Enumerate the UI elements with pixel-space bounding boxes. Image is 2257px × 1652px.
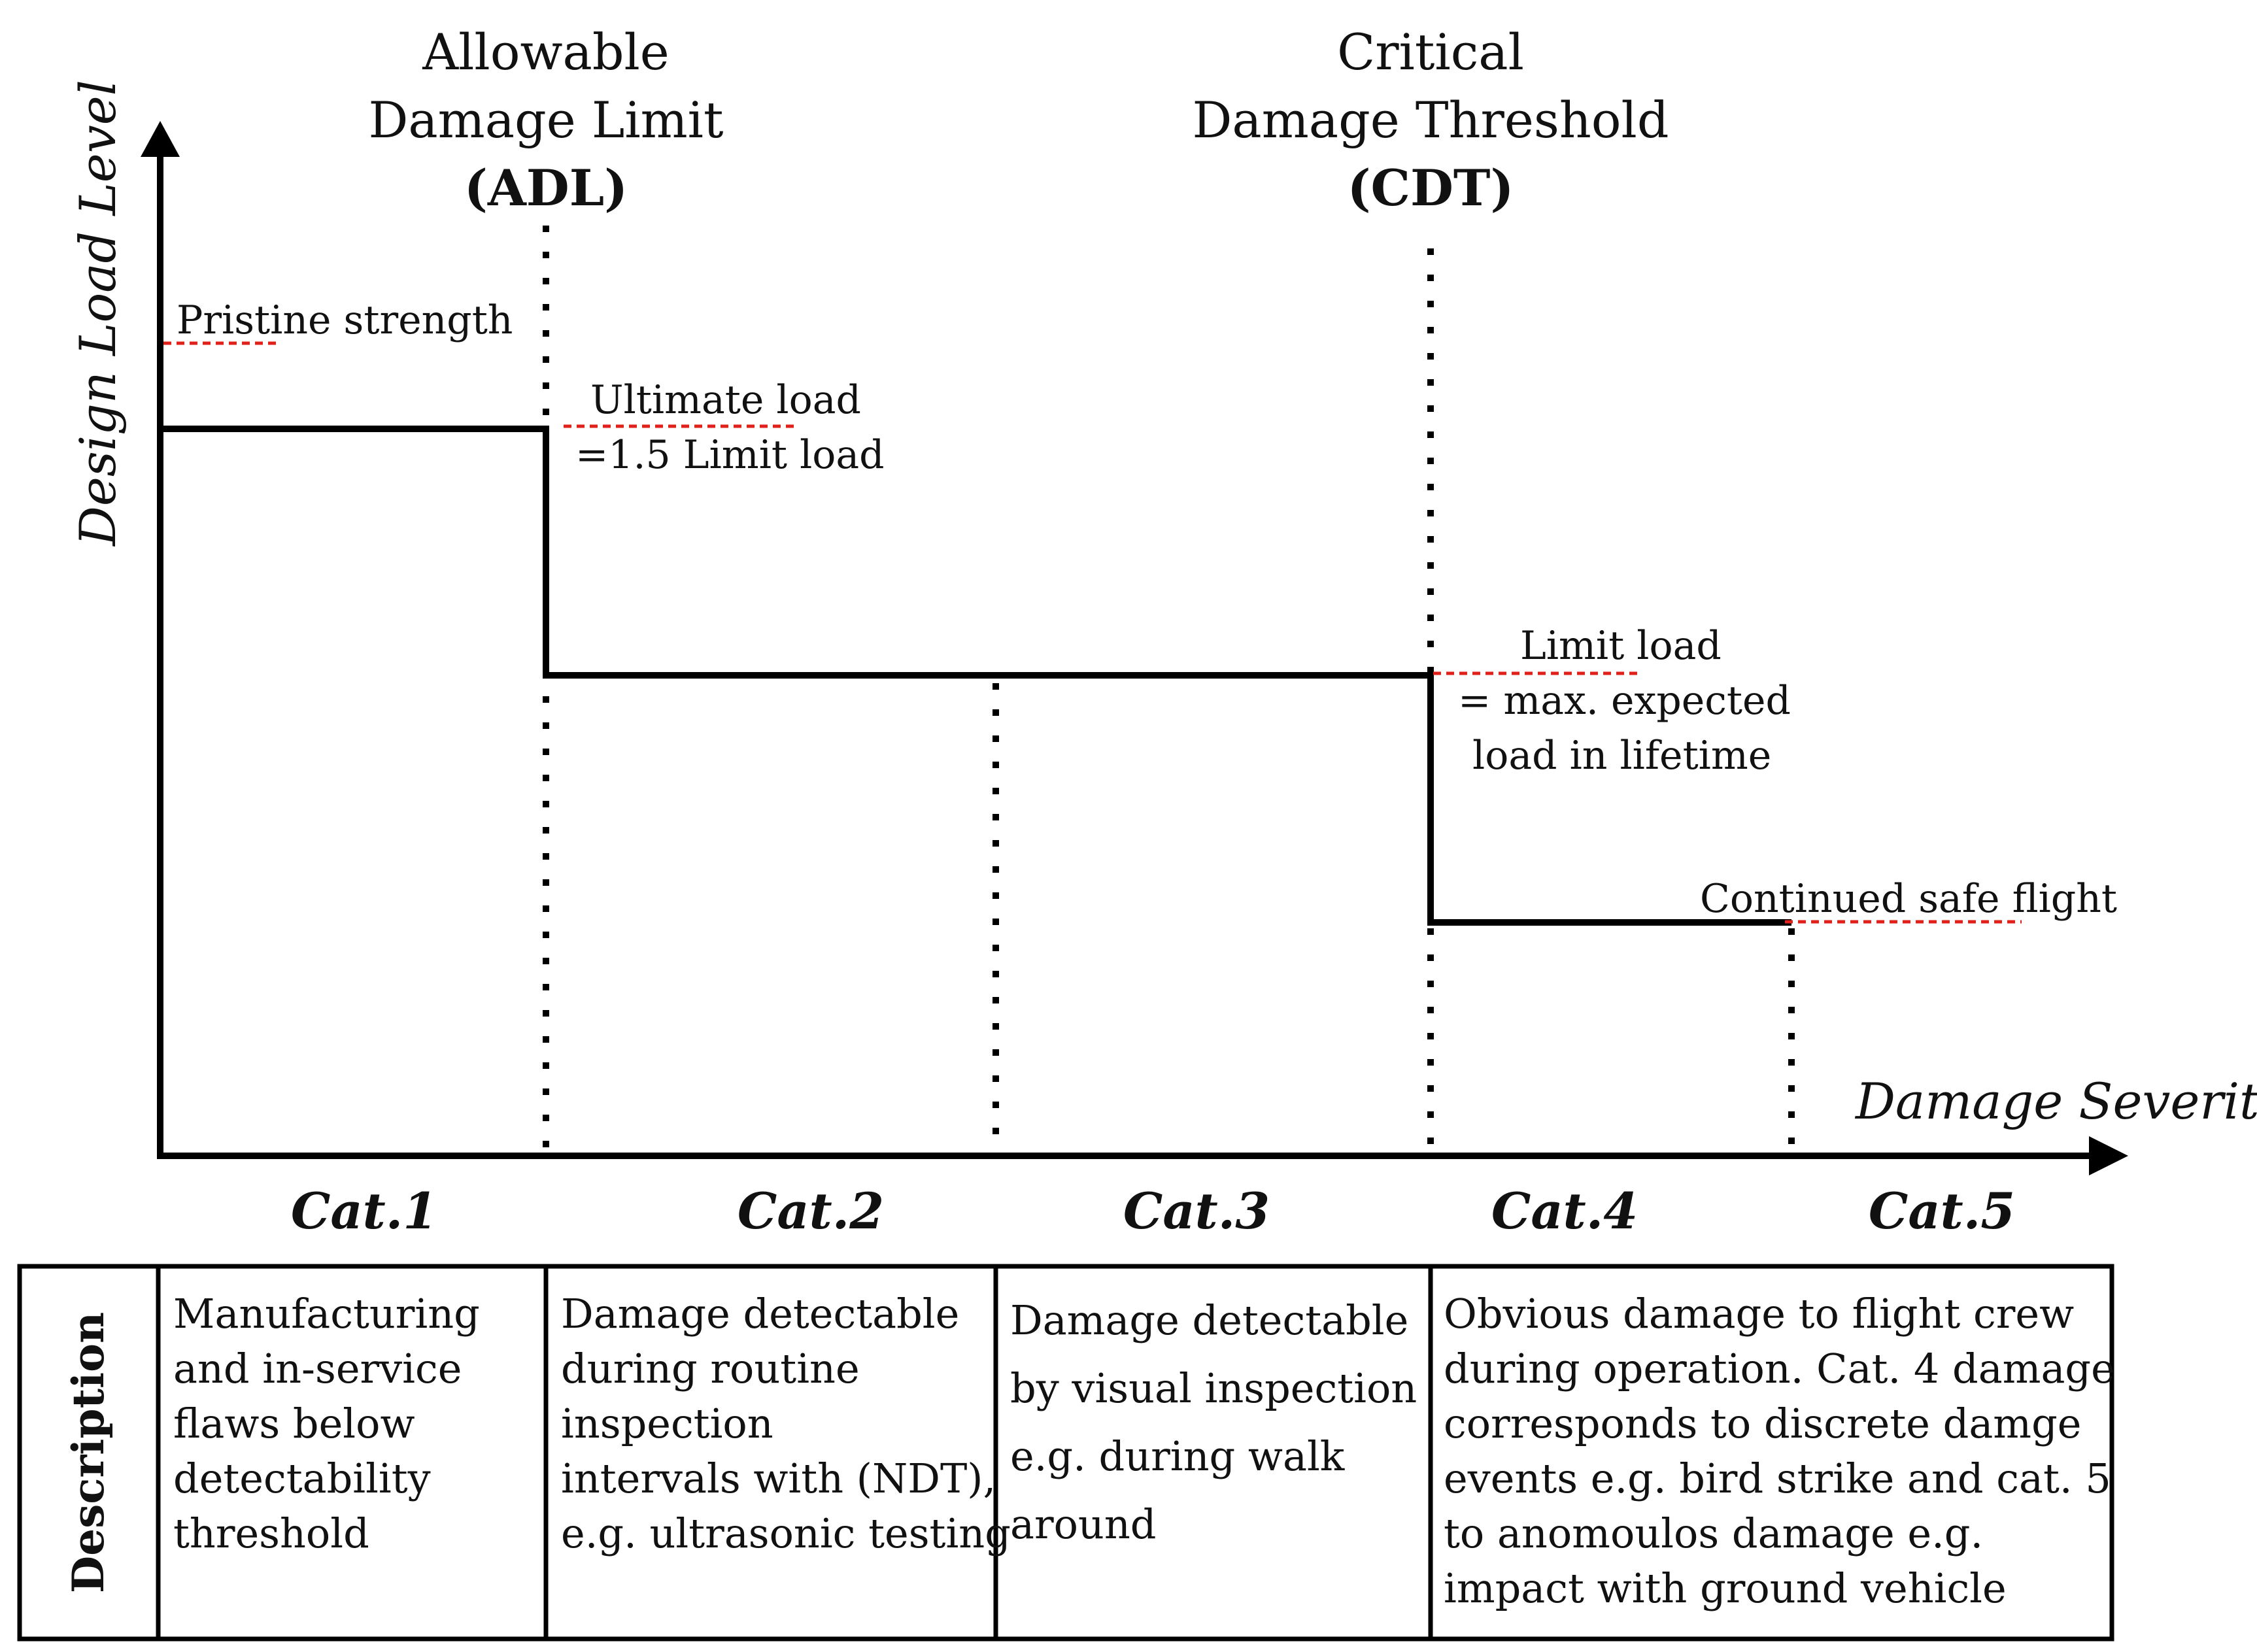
adl-header-abbr: (ADL): [464, 159, 628, 217]
cdt-header: Critical Damage Threshold (CDT): [1169, 18, 1692, 222]
adl-header-line2: Damage Limit: [368, 91, 724, 149]
limit-load-label-line2: = max. expected: [1458, 678, 1791, 724]
category-label-3: Cat.3: [1123, 1182, 1270, 1240]
table-cell-line: flaws below: [173, 1400, 415, 1447]
table-cell-line: by visual inspection: [1010, 1364, 1417, 1412]
table-cell-line: to anomoulos damage e.g.: [1444, 1509, 1984, 1557]
x-axis-arrowhead: [2089, 1136, 2128, 1175]
table-cell-line: e.g. during walk: [1010, 1432, 1345, 1480]
cdt-header-line1: Critical: [1337, 23, 1524, 81]
category-label-5: Cat.5: [1868, 1182, 2016, 1240]
table-cell-line: threshold: [173, 1509, 369, 1557]
category-label-4: Cat.4: [1491, 1182, 1638, 1240]
adl-header-line1: Allowable: [422, 23, 670, 81]
design-load-step-line: [160, 426, 1791, 926]
table-cell-line: inspection: [561, 1400, 773, 1447]
table-cell-line: intervals with (NDT),: [561, 1455, 996, 1502]
table-cell-line: Damage detectable: [561, 1290, 960, 1338]
ultimate-load-label-line1: Ultimate load: [590, 377, 861, 423]
table-cell-line: detectability: [173, 1455, 431, 1502]
table-cell-line: and in-service: [173, 1345, 462, 1392]
table-cell-line: events e.g. bird strike and cat. 5: [1444, 1455, 2111, 1502]
table-cell-line: Obvious damage to flight crew: [1444, 1290, 2075, 1338]
y-axis-label: Design Load Level: [69, 80, 127, 546]
table-cell-line: during operation. Cat. 4 damage: [1444, 1345, 2115, 1392]
table-cell-line: Manufacturing: [173, 1290, 480, 1338]
continued-safe-flight-label: Continued safe flight: [1700, 876, 2117, 922]
y-axis-arrowhead: [141, 121, 180, 157]
adl-header: Allowable Damage Limit (ADL): [350, 18, 742, 222]
table-cell-cat3: Damage detectable by visual inspection e…: [1010, 1287, 1417, 1559]
table-cell-line: during routine: [561, 1345, 860, 1392]
table-cell-cat1: Manufacturing and in-service flaws below…: [173, 1287, 480, 1561]
table-cell-line: Damage detectable: [1010, 1296, 1409, 1344]
x-axis-label: Damage Severity: [1856, 1072, 2257, 1130]
table-cell-line: around: [1010, 1500, 1157, 1548]
ultimate-load-label-line2: =1.5 Limit load: [575, 432, 885, 478]
table-cell-line: e.g. ultrasonic testing: [561, 1509, 1011, 1557]
category-label-1: Cat.1: [290, 1182, 438, 1240]
table-cell-line: corresponds to discrete damge: [1444, 1400, 2082, 1447]
cdt-header-line2: Damage Threshold: [1192, 91, 1669, 149]
pristine-strength-label: Pristine strength: [177, 297, 513, 343]
limit-load-label-line1: Limit load: [1520, 623, 1722, 669]
table-cell-cat2: Damage detectable during routine inspect…: [561, 1287, 1011, 1561]
description-table: [17, 1264, 2114, 1642]
table-cell-cat4-5: Obvious damage to flight crew during ope…: [1444, 1287, 2115, 1616]
limit-load-label-line3: load in lifetime: [1472, 733, 1772, 779]
table-row-header: Description: [63, 1311, 114, 1594]
category-label-2: Cat.2: [737, 1182, 885, 1240]
cdt-header-abbr: (CDT): [1347, 159, 1514, 217]
table-cell-line: impact with ground vehicle: [1444, 1564, 2007, 1612]
